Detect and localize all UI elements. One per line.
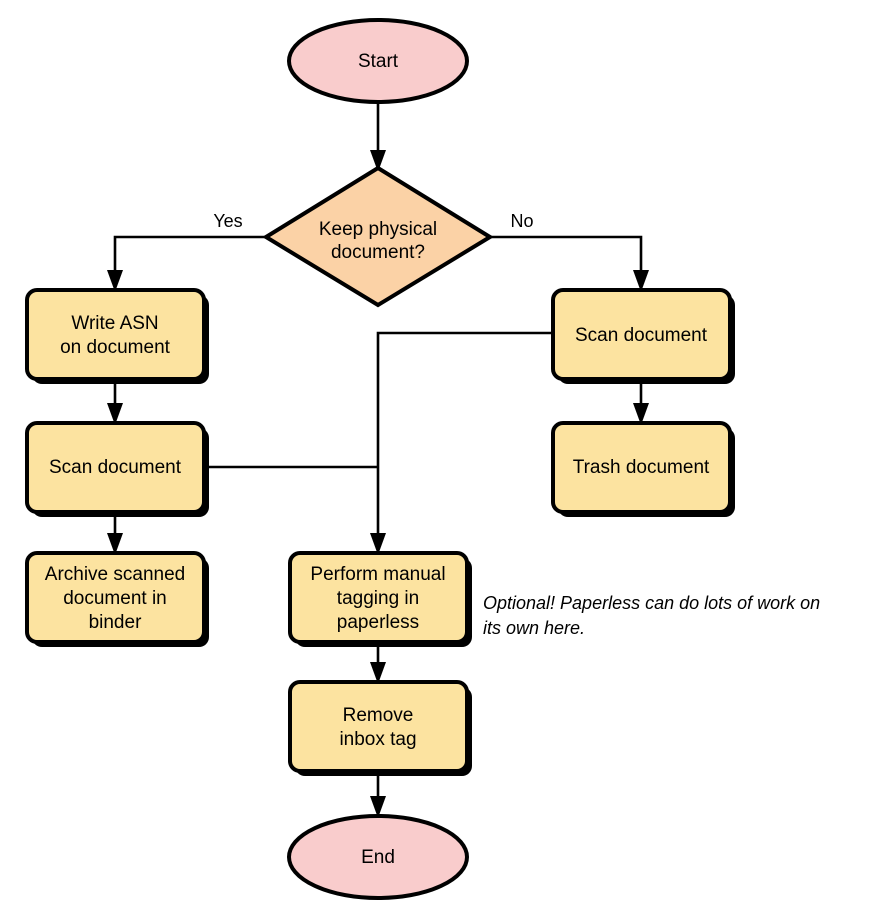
edge-scan-left-to-archive	[107, 513, 123, 555]
node-write-asn-on-document[interactable]: Write ASN on document	[25, 288, 209, 384]
arrowhead-icon	[107, 403, 123, 425]
edge-label-no: No	[510, 211, 533, 231]
start-ellipse-shape	[287, 18, 469, 104]
decision-diamond-shape	[262, 165, 494, 308]
arrowhead-icon	[370, 150, 386, 172]
archive-label-line1: Archive scanned	[45, 564, 185, 585]
edge-scan-right-to-tagging	[370, 331, 553, 555]
arrowhead-icon	[107, 533, 123, 555]
archive-label-line2: document in	[63, 588, 167, 609]
node-remove-inbox-tag[interactable]: Remove inbox tag	[288, 680, 472, 776]
tagging-box-shape	[288, 551, 469, 644]
edge-decision-yes-to-write-asn	[107, 235, 265, 292]
write-asn-label-line2: on document	[60, 337, 171, 358]
node-start[interactable]: Start	[287, 18, 469, 104]
arrowhead-icon	[107, 270, 123, 292]
connectors-group	[107, 102, 649, 818]
arrowhead-icon	[370, 796, 386, 818]
trash-box-shape	[551, 421, 732, 514]
tagging-label-line2: tagging in	[337, 588, 419, 609]
tagging-label-line3: paperless	[337, 612, 419, 633]
tagging-label-line1: Perform manual	[310, 564, 445, 585]
edge-remove-inbox-to-end	[370, 772, 386, 818]
edge-decision-no-to-scan-right	[491, 235, 649, 292]
arrowhead-icon	[633, 270, 649, 292]
archive-box-shape	[25, 551, 206, 644]
archive-label-line3: binder	[89, 612, 142, 633]
scan-left-label: Scan document	[49, 457, 182, 478]
arrowhead-icon	[370, 533, 386, 555]
remove-inbox-box-shape	[288, 680, 469, 773]
decision-label-line2: document?	[331, 242, 425, 263]
edge-start-to-decision	[370, 102, 386, 172]
arrowhead-icon	[633, 403, 649, 425]
end-label: End	[361, 847, 395, 868]
end-ellipse-shape	[287, 814, 469, 900]
node-trash-document[interactable]: Trash document	[551, 421, 735, 517]
write-asn-label-line1: Write ASN	[71, 313, 158, 334]
start-label: Start	[358, 51, 399, 72]
scan-right-box-shape	[551, 288, 732, 381]
write-asn-box-shape	[25, 288, 206, 381]
optional-note-line2: its own here.	[483, 618, 585, 638]
optional-note-line1: Optional! Paperless can do lots of work …	[483, 593, 820, 613]
arrowhead-icon	[370, 662, 386, 684]
node-archive-scanned-document[interactable]: Archive scanned document in binder	[25, 551, 209, 647]
edge-scan-right-to-trash	[633, 380, 649, 425]
node-scan-document-left[interactable]: Scan document	[25, 421, 209, 517]
remove-inbox-label-line2: inbox tag	[339, 729, 416, 750]
scan-left-box-shape	[25, 421, 206, 514]
remove-inbox-label-line1: Remove	[343, 705, 414, 726]
node-end[interactable]: End	[287, 814, 469, 900]
edge-label-yes: Yes	[213, 211, 242, 231]
edge-tagging-to-remove-inbox	[370, 644, 386, 684]
node-scan-document-right[interactable]: Scan document	[551, 288, 735, 384]
annotation-optional-note: Optional! Paperless can do lots of work …	[483, 593, 820, 638]
scan-right-label: Scan document	[575, 325, 708, 346]
node-perform-manual-tagging[interactable]: Perform manual tagging in paperless	[288, 551, 472, 647]
node-decision-keep-physical-document[interactable]: Keep physical document?	[262, 165, 494, 308]
decision-label-line1: Keep physical	[319, 219, 437, 240]
trash-label: Trash document	[573, 457, 710, 478]
edge-write-asn-to-scan-left	[107, 380, 123, 425]
